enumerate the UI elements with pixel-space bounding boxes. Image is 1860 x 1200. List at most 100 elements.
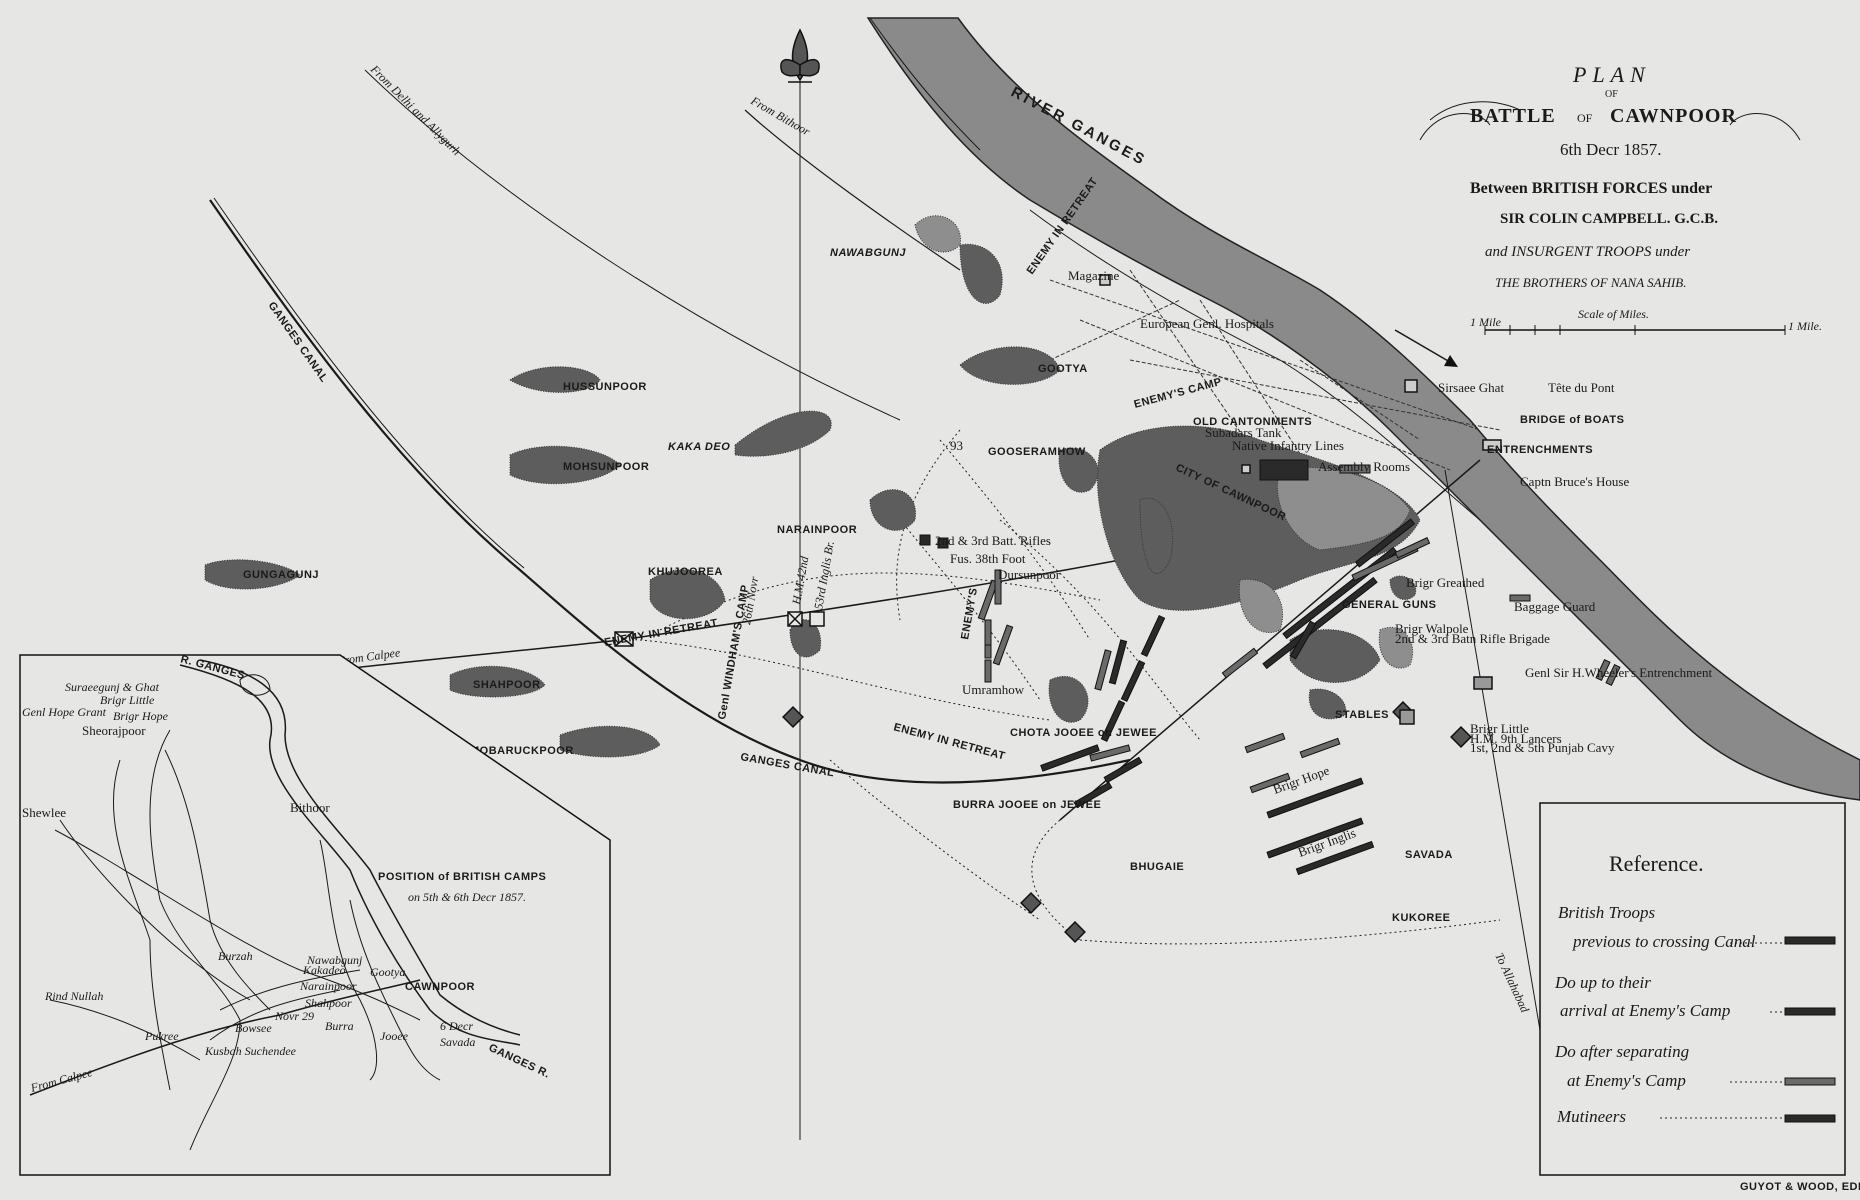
wood-narainpoor (869, 489, 916, 531)
title-of-2: OF (1577, 111, 1593, 125)
place-brig-greathed: Brigr Greathed (1406, 575, 1485, 590)
title-plan: PLAN (1572, 62, 1651, 87)
place-bruces-house: Captn Bruce's House (1520, 474, 1629, 489)
reference-heading: Reference. (1609, 851, 1704, 876)
title-line1: Between BRITISH FORCES under (1470, 180, 1712, 197)
place-mohsunpoor: MOHSUNPOOR (563, 461, 649, 473)
wood-kaka-deo (734, 410, 832, 457)
place-savada: SAVADA (1405, 849, 1453, 861)
place-subadars-tank: Subadars Tank (1205, 425, 1282, 440)
place-brig-little: Brigr Little (1470, 721, 1529, 736)
place-gootya: GOOTYA (1038, 363, 1088, 375)
nawabgunj-tank (914, 215, 961, 253)
scale-bar (1484, 325, 1786, 335)
place-lancers: H.M. 9th Lancers (1470, 731, 1562, 746)
place-nawabgunj: NAWABGUNJ (830, 247, 906, 259)
inset-narainpoor: Narainpoor (299, 979, 357, 993)
place-entrenchments: ENTRENCHMENTS (1487, 444, 1593, 456)
delhi-road (364, 69, 901, 421)
inset-kakadeo: Kakadeo (302, 963, 346, 977)
title-block (1419, 101, 1801, 141)
north-arrow-icon (780, 28, 820, 83)
inset-burra: Burra (325, 1019, 354, 1033)
place-punjab-cav: 1st, 2nd & 5th Punjab Cavy (1470, 740, 1615, 755)
inset-gen-hope: Genl Hope Grant (22, 705, 107, 719)
reference-l2b: arrival at Enemy's Camp (1560, 1001, 1730, 1020)
river-flow-arrow-icon (1394, 329, 1456, 366)
place-hospitals: European Genl. Hospitals (1140, 316, 1274, 331)
inset-shewlee: Shewlee (22, 805, 66, 820)
title-date: 6th Decr 1857. (1560, 140, 1662, 159)
place-narainpoor: NARAINPOOR (777, 524, 857, 536)
inset-savada: Savada (440, 1035, 475, 1049)
place-kaka-deo: KAKA DEO (668, 441, 730, 453)
place-rifles: 2nd & 3rd Batt. Rifles (935, 533, 1051, 548)
reference-l1b: previous to crossing Canal (1572, 932, 1756, 951)
inset-cawnpoor: CAWNPOOR (405, 981, 475, 993)
scale-label: Scale of Miles. (1578, 307, 1649, 321)
place-fus-foot: Fus. 38th Foot (950, 551, 1026, 566)
title-line4: THE BROTHERS OF NANA SAHIB. (1495, 275, 1687, 290)
place-assembly-rooms: Assembly Rooms (1318, 459, 1410, 474)
place-sirsaee-ghat: Sirsaee Ghat (1438, 380, 1504, 395)
inset-pukree: Pukree (144, 1029, 179, 1043)
title-line3: and INSURGENT TROOPS under (1485, 244, 1690, 260)
reference-box (1539, 802, 1846, 1176)
place-baggage-guard: Baggage Guard (1514, 599, 1596, 614)
ganges-canal (209, 199, 1131, 784)
inset-nawabgunj: Nawabgunj (306, 953, 363, 967)
title-of-1: OF (1605, 89, 1618, 100)
reference-l1a: British Troops (1558, 903, 1656, 922)
inset-title: POSITION of BRITISH CAMPS (378, 871, 546, 883)
inset-dec6: 6 Decr (440, 1019, 473, 1033)
place-shahpoor: SHAHPOOR (473, 679, 541, 691)
place-khujoorea: KHUJOOREA (648, 566, 723, 578)
inset-burzah: Burzah (218, 949, 253, 963)
allahabad-road (1444, 469, 1541, 1031)
place-bhugaie: BHUGAIE (1130, 861, 1184, 873)
title-cawnpoor: CAWNPOOR (1610, 105, 1737, 127)
reference-l3a: Do after separating (1554, 1042, 1689, 1061)
wood-mobaruckpoor (559, 725, 661, 758)
place-umramhow: Umramhow (962, 682, 1025, 697)
wood-mohsunpoor (509, 445, 621, 485)
place-dursunpoor: Dursunpoor (998, 567, 1061, 582)
inset-gootya: Gootya (370, 965, 405, 979)
reference-l4: Mutineers (1556, 1107, 1626, 1126)
inset-nov29: Novr 29 (274, 1009, 314, 1023)
place-burra-joogee: BURRA JOOEE on JEWEE (953, 799, 1101, 811)
reference-l2a: Do up to their (1554, 973, 1651, 992)
bithoor-road (744, 109, 961, 271)
place-rifle-brigade: 2nd & 3rd Batn Rifle Brigade (1395, 631, 1550, 646)
inset-joogee: Jooee (380, 1029, 409, 1043)
wood-gungagunj (204, 559, 301, 590)
title-battle: BATTLE (1470, 105, 1556, 127)
title-line2: SIR COLIN CAMPBELL. G.C.B. (1500, 211, 1718, 227)
place-bridge-boats: BRIDGE of BOATS (1520, 414, 1624, 426)
place-chota-joogee: CHOTA JOOEE on JEWEE (1010, 727, 1157, 739)
reference-l3b: at Enemy's Camp (1567, 1071, 1686, 1090)
inset-bithoor: Bithoor (290, 800, 330, 815)
place-kukoree: KUKOREE (1392, 912, 1451, 924)
wood-hussunpoor (509, 366, 601, 393)
place-goosramhow: GOOSERAMHOW (988, 446, 1086, 458)
scale-right: 1 Mile. (1788, 319, 1822, 333)
inset-suraee: Suraeegunj & Ghat (65, 680, 160, 694)
place-general-guns: GENERAL GUNS (1342, 599, 1436, 611)
inset-shahpoor: Shahpoor (305, 996, 352, 1010)
place-93: 93 (950, 438, 963, 453)
imprint: GUYOT & WOOD, EDINr (1740, 1181, 1860, 1193)
place-mobaruckpoor: MOBARUCKPOOR (470, 745, 574, 757)
inset-bowsee: Bowsee (235, 1021, 272, 1035)
place-native-lines: Native Infantry Lines (1232, 438, 1344, 453)
scale-left: 1 Mile (1470, 315, 1502, 329)
wood-khujoorea (649, 569, 726, 620)
camp-markers (614, 274, 1502, 943)
inset-map (19, 654, 611, 1176)
place-tete-du-pont: Tête du Pont (1548, 380, 1615, 395)
place-old-cantonments: OLD CANTONMENTS (1193, 416, 1312, 428)
troop-markers (919, 459, 1621, 876)
place-brig-walpole: Brigr Walpole (1395, 621, 1469, 636)
place-hussunpoor: HUSSUNPOOR (563, 381, 647, 393)
